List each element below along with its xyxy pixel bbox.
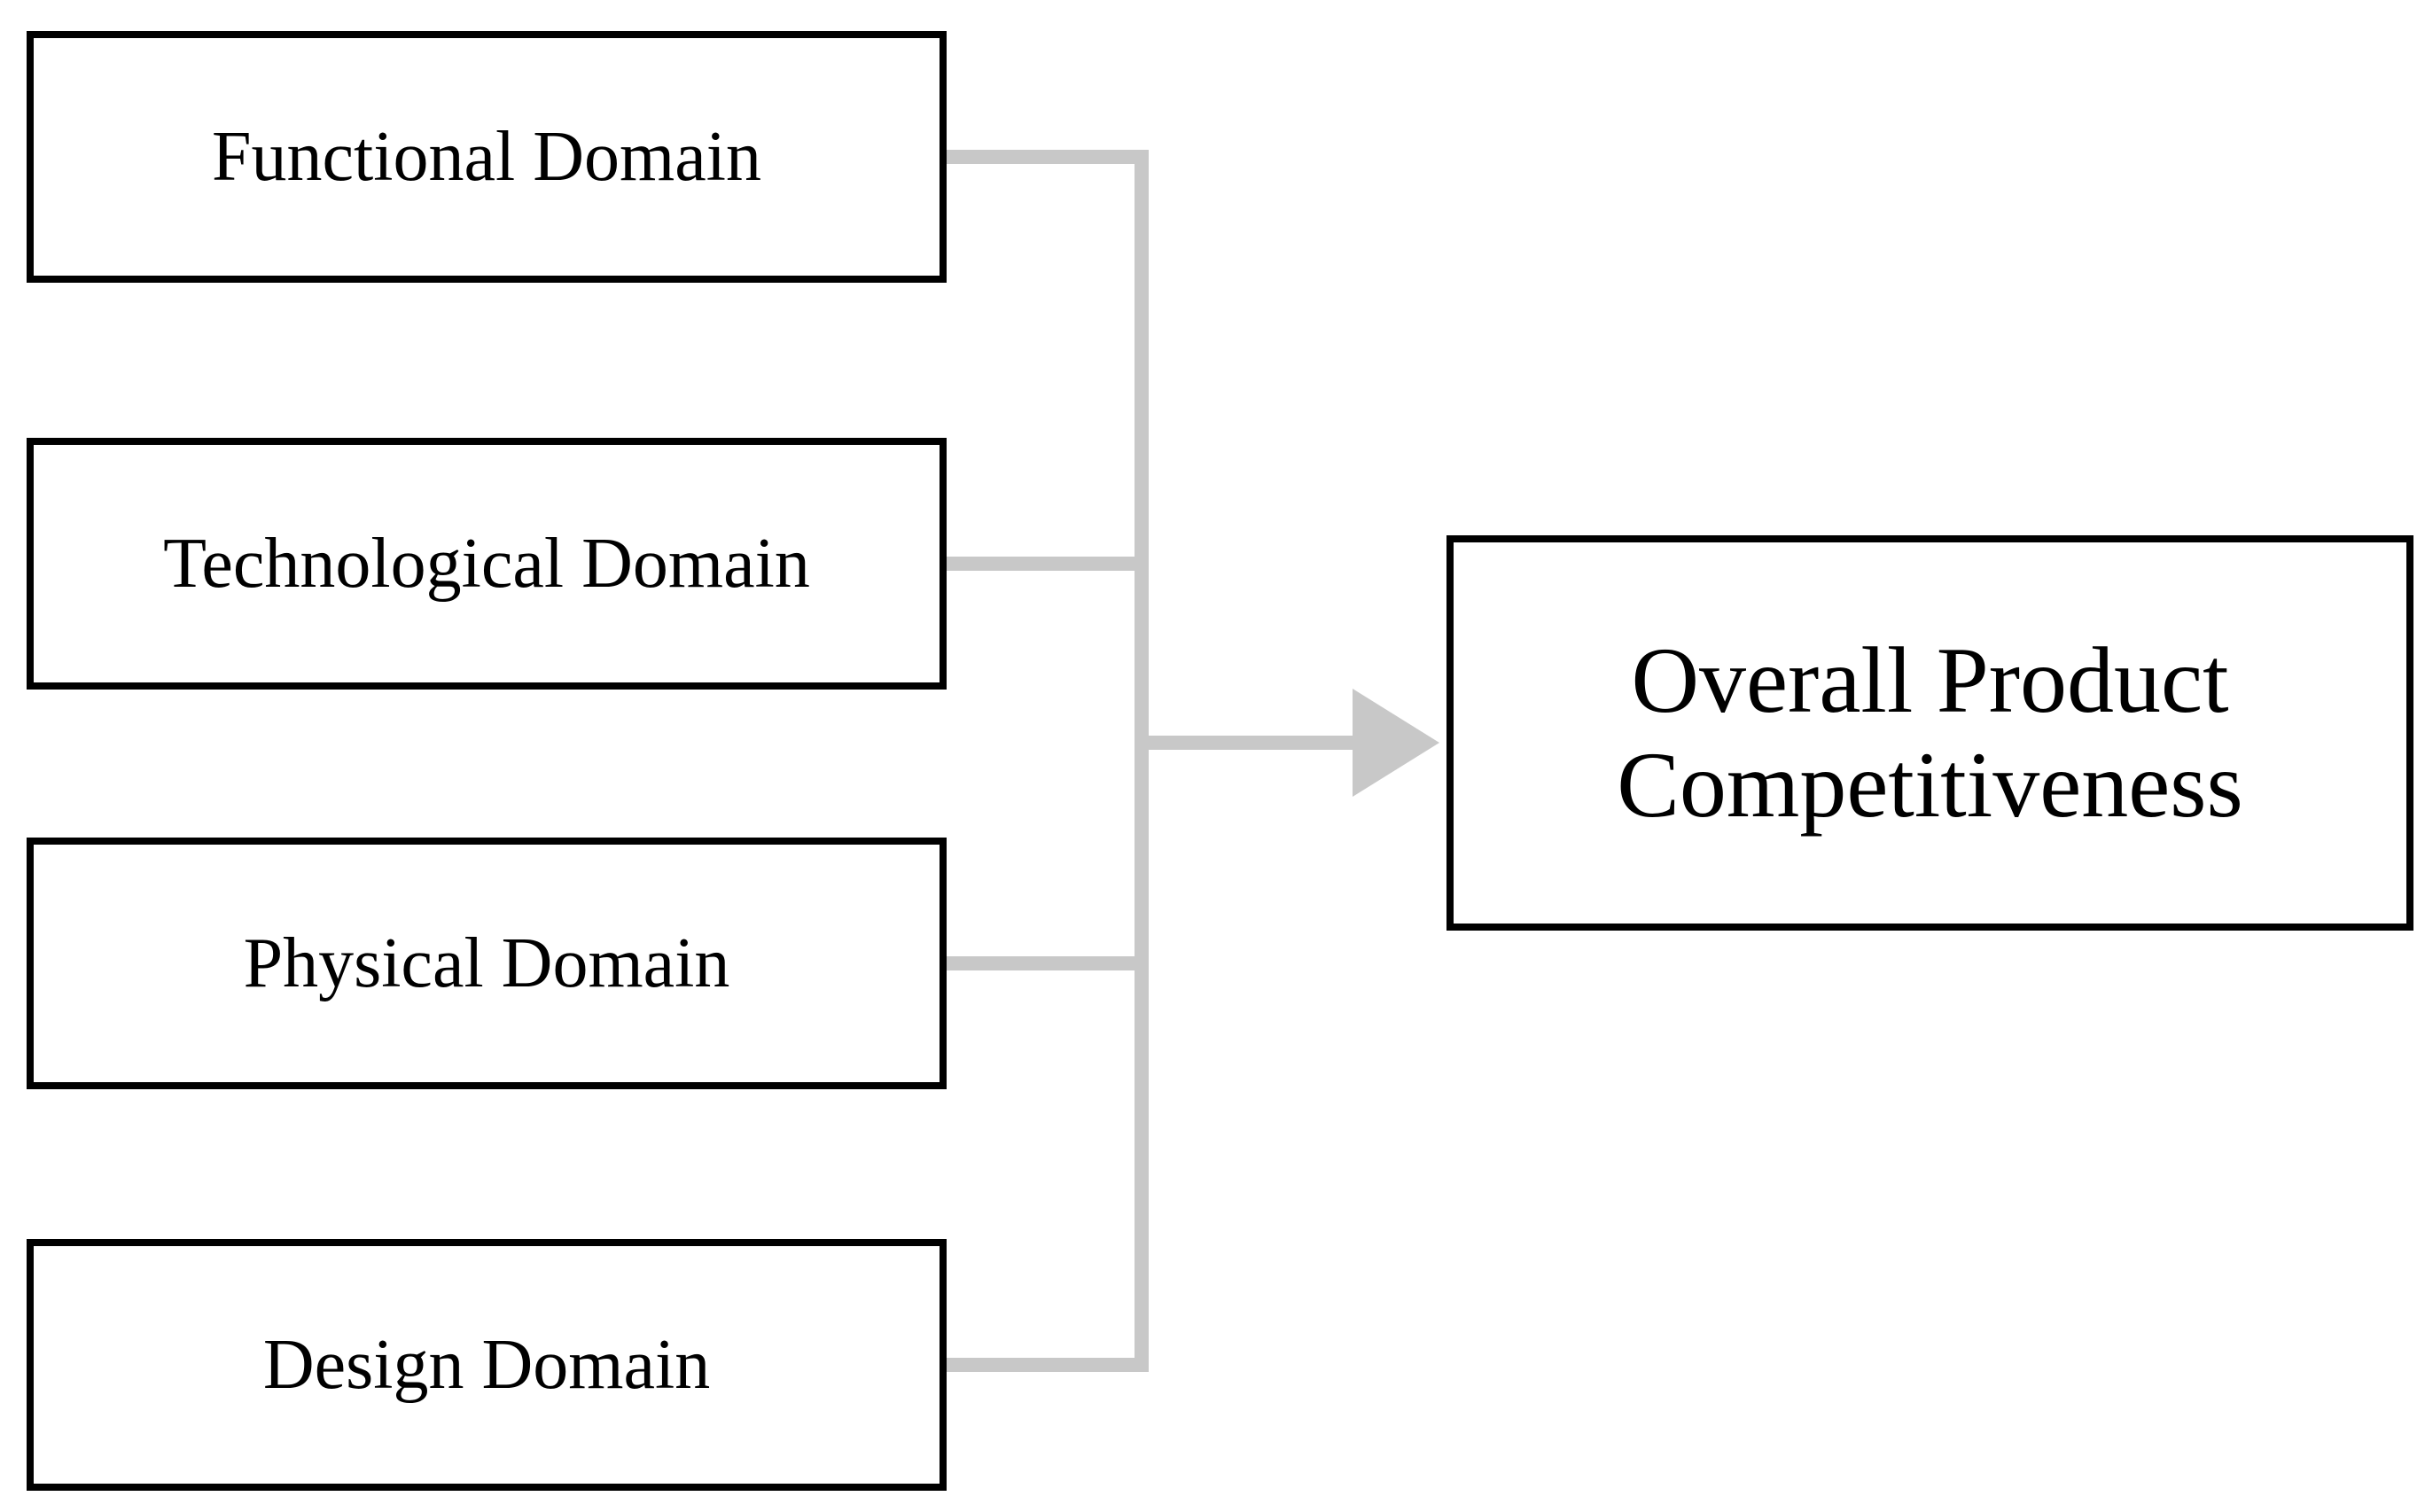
physical-domain-box: Physical Domain — [27, 838, 947, 1089]
design-domain-box: Design Domain — [27, 1239, 947, 1491]
technological-domain-box: Technological Domain — [27, 438, 947, 690]
arrowhead-icon — [1353, 689, 1439, 797]
physical-domain-label: Physical Domain — [243, 924, 730, 1002]
overall-product-competitiveness-box: Overall Product Competitiveness — [1446, 535, 2413, 931]
functional-domain-box: Functional Domain — [27, 31, 947, 283]
target-label-line-2: Competitiveness — [1617, 733, 2243, 837]
functional-domain-label: Functional Domain — [212, 118, 761, 196]
target-label-line-1: Overall Product — [1631, 628, 2229, 732]
design-domain-label: Design Domain — [262, 1326, 711, 1404]
technological-domain-label: Technological Domain — [163, 525, 810, 603]
